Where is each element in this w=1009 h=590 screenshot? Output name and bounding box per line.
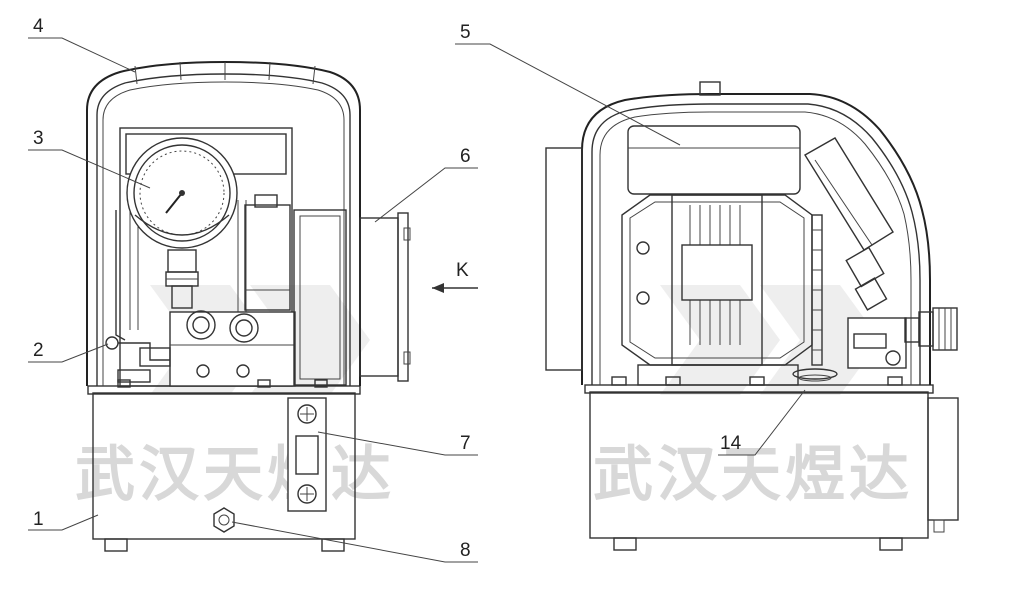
leader-lines (28, 37, 806, 563)
leader-1 (28, 514, 99, 531)
watermark-text-right: 武汉天煜达 (593, 440, 913, 510)
coupling-base (792, 368, 838, 380)
foot-side-right (879, 537, 903, 551)
fan-cover-front (293, 209, 347, 386)
pressure-gauge (126, 137, 238, 249)
callout-4: 4 (33, 16, 44, 37)
foot-side-left (613, 537, 637, 551)
leader-8 (231, 521, 478, 563)
leader-3 (28, 149, 151, 189)
foot-front-right (321, 538, 345, 552)
pressure-gauge-side (804, 137, 894, 311)
side-view (545, 81, 959, 551)
leader-2 (28, 343, 109, 363)
leader-6 (374, 167, 478, 223)
watermark-logo-right (660, 285, 880, 395)
callout-14: 14 (720, 433, 742, 454)
fan-cover-side (545, 147, 583, 371)
callout-8: 8 (460, 540, 471, 561)
valve-manifold-side (847, 317, 907, 369)
leader-14 (718, 389, 806, 456)
drain-plug (213, 507, 235, 533)
leader-7 (317, 431, 478, 456)
callout-6: 6 (460, 146, 471, 167)
motor-cover-side (627, 125, 801, 195)
gauge-needle (165, 192, 183, 214)
oil-tank-front (92, 392, 356, 540)
callout-k: K (456, 260, 469, 281)
foot-front-left (104, 538, 128, 552)
callout-2: 2 (33, 340, 44, 361)
callout-1: 1 (33, 509, 44, 530)
motor-flange (359, 217, 399, 377)
relief-valve-knob (105, 336, 119, 350)
tank-side-box (927, 397, 959, 521)
valve-manifold-front (169, 311, 296, 387)
callout-3: 3 (33, 128, 44, 149)
leader-4 (28, 37, 136, 73)
leader-5 (455, 43, 681, 146)
oil-level-gauge (287, 397, 327, 512)
handle-frame-inner2 (102, 81, 345, 386)
front-view (86, 60, 478, 552)
handle-frame-side-inner (591, 103, 921, 385)
callout-7: 7 (460, 433, 471, 454)
watermark-text-left: 武汉天煜达 (75, 440, 395, 510)
handle-frame-side-outer (581, 93, 931, 385)
callout-5: 5 (460, 22, 471, 43)
